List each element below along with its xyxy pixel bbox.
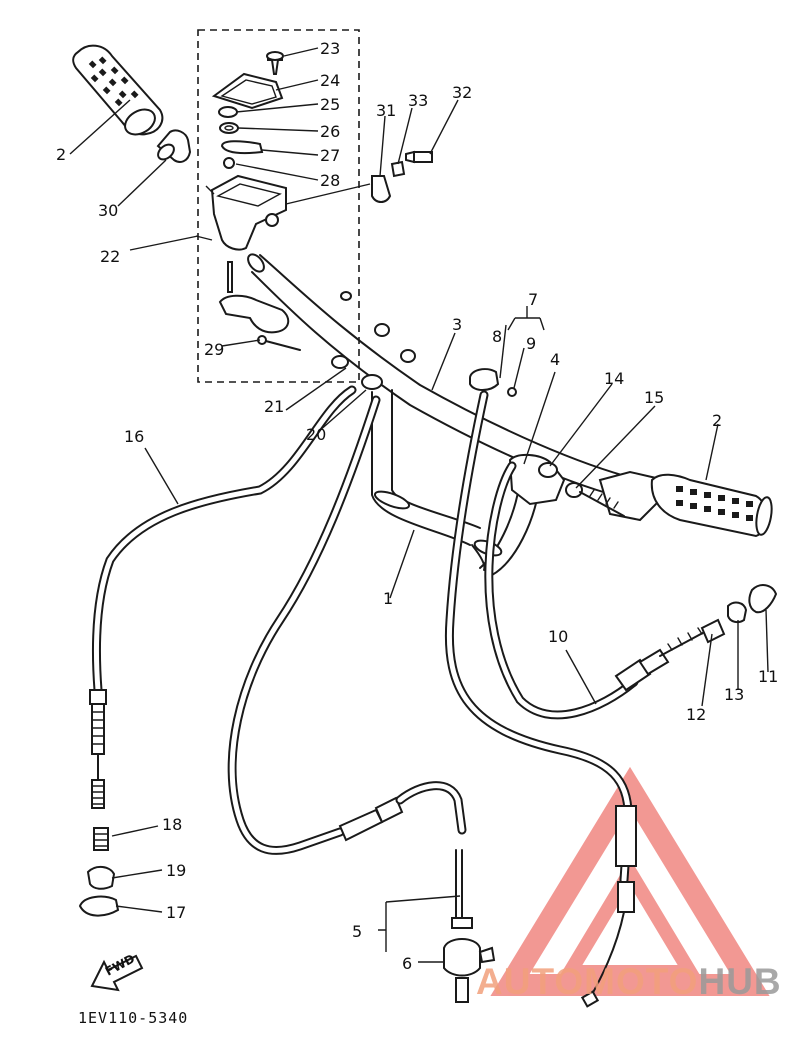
callout-15: 15 <box>644 388 664 407</box>
callout-18: 18 <box>162 815 182 834</box>
callout-8: 8 <box>492 327 502 346</box>
callout-14: 14 <box>604 369 624 388</box>
throttle-assembly-group-box <box>197 29 360 383</box>
forward-arrow-icon: FWD <box>90 952 144 992</box>
watermark-triangle-logo <box>490 766 770 996</box>
throttle-cable <box>227 395 496 1003</box>
callout-22: 22 <box>100 247 120 266</box>
right-grip <box>598 470 773 538</box>
callout-28: 28 <box>320 171 340 190</box>
callout-27: 27 <box>320 146 340 165</box>
callout-29: 29 <box>204 340 224 359</box>
callout-7: 7 <box>528 290 538 309</box>
clutch-cable <box>78 385 357 917</box>
brake-cable <box>484 461 778 720</box>
callout-3: 3 <box>452 315 462 334</box>
callout-6: 6 <box>402 954 412 973</box>
callout-labels: 1 2 2 3 4 5 6 7 8 9 10 11 12 13 14 15 16… <box>56 39 778 973</box>
callout-10: 10 <box>548 627 568 646</box>
diagram-code: 1EV110-5340 <box>78 1009 188 1027</box>
callout-17: 17 <box>166 903 186 922</box>
callout-5: 5 <box>352 922 362 941</box>
callout-26: 26 <box>320 122 340 141</box>
watermark-wordmark: AUTOMOTOHUB <box>476 961 782 1002</box>
cable-adjuster-parts <box>257 291 416 390</box>
svg-text:AUTOMOTOHUB: AUTOMOTOHUB <box>476 961 782 1002</box>
callout-2-left: 2 <box>56 145 66 164</box>
callout-19: 19 <box>166 861 186 880</box>
main-cable <box>444 390 637 1008</box>
callout-11: 11 <box>758 667 778 686</box>
callout-9: 9 <box>526 334 536 353</box>
handlebar <box>247 253 641 576</box>
left-grip <box>72 44 164 136</box>
callout-24: 24 <box>320 71 340 90</box>
callout-25: 25 <box>320 95 340 114</box>
callout-32: 32 <box>452 83 472 102</box>
cable-guide-parts <box>469 368 517 397</box>
callout-33: 33 <box>408 91 428 110</box>
callout-2-right: 2 <box>712 411 722 430</box>
callout-12: 12 <box>686 705 706 724</box>
leader-lines <box>69 47 769 963</box>
callout-31: 31 <box>376 101 396 120</box>
callout-13: 13 <box>724 685 744 704</box>
throttle-housing-parts <box>210 51 290 334</box>
callout-30: 30 <box>98 201 118 220</box>
callout-4: 4 <box>550 350 560 369</box>
callout-23: 23 <box>320 39 340 58</box>
throttle-sleeve <box>156 129 192 163</box>
watermark-text-automoto: AUTOMOTO <box>476 961 698 1002</box>
callout-16: 16 <box>124 427 144 446</box>
callout-21: 21 <box>264 397 284 416</box>
callout-20: 20 <box>306 425 326 444</box>
callout-1: 1 <box>383 589 393 608</box>
watermark-text-hub: HUB <box>698 961 781 1002</box>
